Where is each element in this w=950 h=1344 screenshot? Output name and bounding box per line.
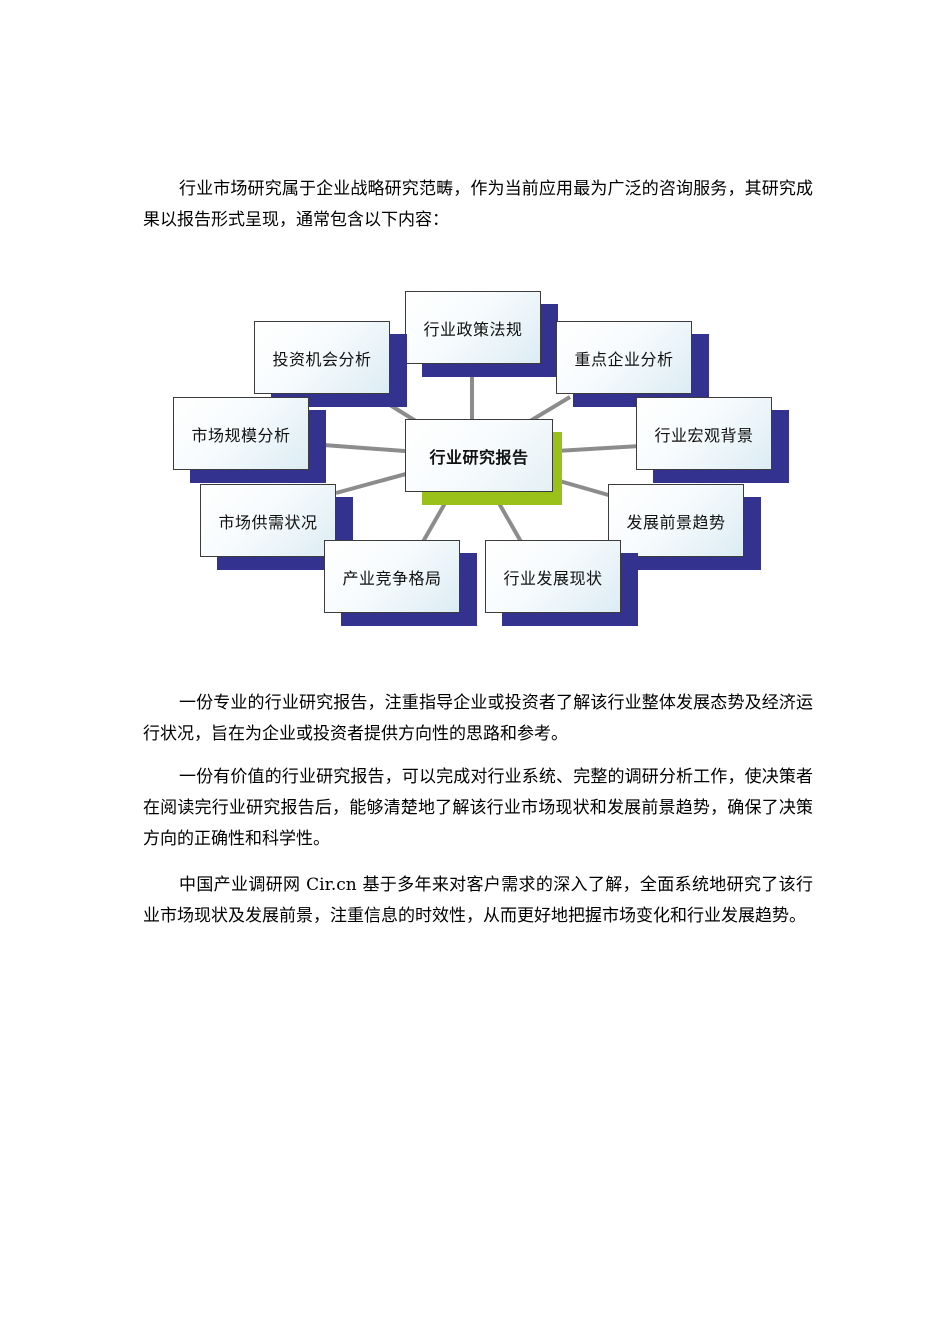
node-label: 行业宏观背景: [654, 425, 754, 445]
node-investment: 投资机会分析: [254, 321, 407, 407]
node-label: 市场供需状况: [218, 512, 318, 532]
center-label: 行业研究报告: [429, 447, 529, 467]
node-status: 行业发展现状: [485, 540, 638, 626]
node-label: 市场规模分析: [191, 425, 291, 445]
node-label: 产业竞争格局: [342, 568, 442, 588]
paragraph-cir-intro: 中国产业调研网 Cir.cn 基于多年来对客户需求的深入了解，全面系统地研究了该…: [143, 875, 813, 926]
node-key-enterprises: 重点企业分析: [556, 321, 709, 407]
node-market-scale: 市场规模分析: [173, 397, 326, 483]
paragraph-professional-report: 一份专业的行业研究报告，注重指导企业或投资者了解该行业整体发展态势及经济运行状况…: [143, 693, 813, 744]
node-label: 行业发展现状: [503, 568, 603, 588]
node-prospects: 发展前景趋势: [608, 484, 761, 570]
paragraph-valuable-report: 一份有价值的行业研究报告，可以完成对行业系统、完整的调研分析工作，使决策者在阅读…: [143, 767, 813, 849]
node-label: 发展前景趋势: [626, 512, 726, 532]
node-label: 重点企业分析: [574, 349, 674, 369]
node-label: 投资机会分析: [272, 349, 372, 369]
node-supply-demand: 市场供需状况: [200, 484, 353, 570]
node-label: 行业政策法规: [423, 319, 523, 339]
node-competition: 产业竞争格局: [324, 540, 477, 626]
intro-paragraph: 行业市场研究属于企业战略研究范畴，作为当前应用最为广泛的咨询服务，其研究成果以报…: [143, 179, 813, 230]
node-policy: 行业政策法规: [405, 291, 558, 377]
node-center-report: 行业研究报告: [405, 419, 562, 505]
node-macro: 行业宏观背景: [636, 397, 789, 483]
